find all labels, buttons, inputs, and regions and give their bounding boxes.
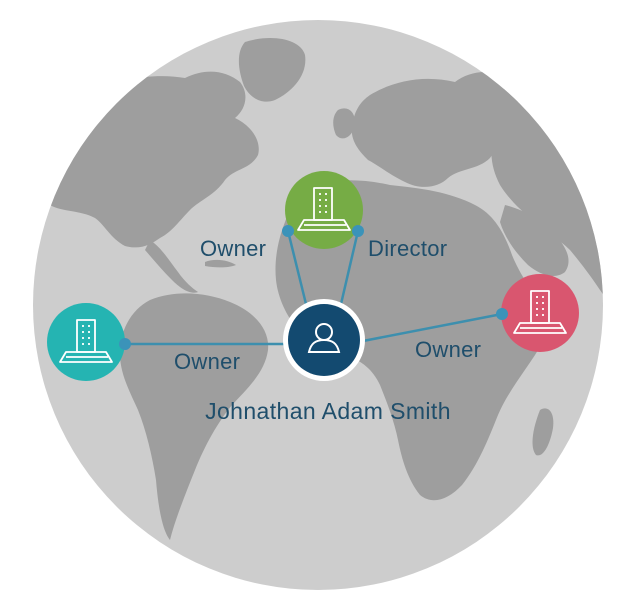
person-name-label: Johnathan Adam Smith xyxy=(205,398,451,424)
link-joints xyxy=(119,225,508,350)
joint-east xyxy=(496,308,508,320)
link-east-owner xyxy=(362,312,503,343)
south-america-landmass xyxy=(119,293,269,540)
arabia-landmass xyxy=(500,205,569,276)
link-north-director xyxy=(339,230,360,305)
caribbean-islands xyxy=(205,259,236,268)
company-circle-east xyxy=(501,274,579,352)
africa-landmass xyxy=(275,180,545,501)
madagascar-landmass xyxy=(532,408,554,456)
company-node-east[interactable] xyxy=(501,274,579,352)
user-icon xyxy=(307,323,341,353)
joint-north-owner xyxy=(282,225,294,237)
company-circle-north xyxy=(285,171,363,249)
joint-north-director xyxy=(352,225,364,237)
label-west-owner: Owner xyxy=(174,349,240,374)
person-node[interactable] xyxy=(283,299,365,381)
company-node-north[interactable] xyxy=(285,171,363,249)
relationship-links xyxy=(125,230,503,346)
link-north-owner xyxy=(286,230,308,305)
label-east-owner: Owner xyxy=(415,337,481,362)
central-america-landmass xyxy=(145,240,198,293)
europe-landmass xyxy=(351,71,520,187)
label-north-director: Director xyxy=(368,236,447,261)
building-icon xyxy=(513,290,567,334)
joint-west xyxy=(119,338,131,350)
label-north-owner: Owner xyxy=(200,236,266,261)
company-node-west[interactable] xyxy=(47,303,125,381)
greenland-landmass xyxy=(238,38,306,102)
building-icon xyxy=(59,319,113,363)
british-isles xyxy=(333,108,356,139)
company-circle-west xyxy=(47,303,125,381)
building-icon xyxy=(297,187,351,231)
